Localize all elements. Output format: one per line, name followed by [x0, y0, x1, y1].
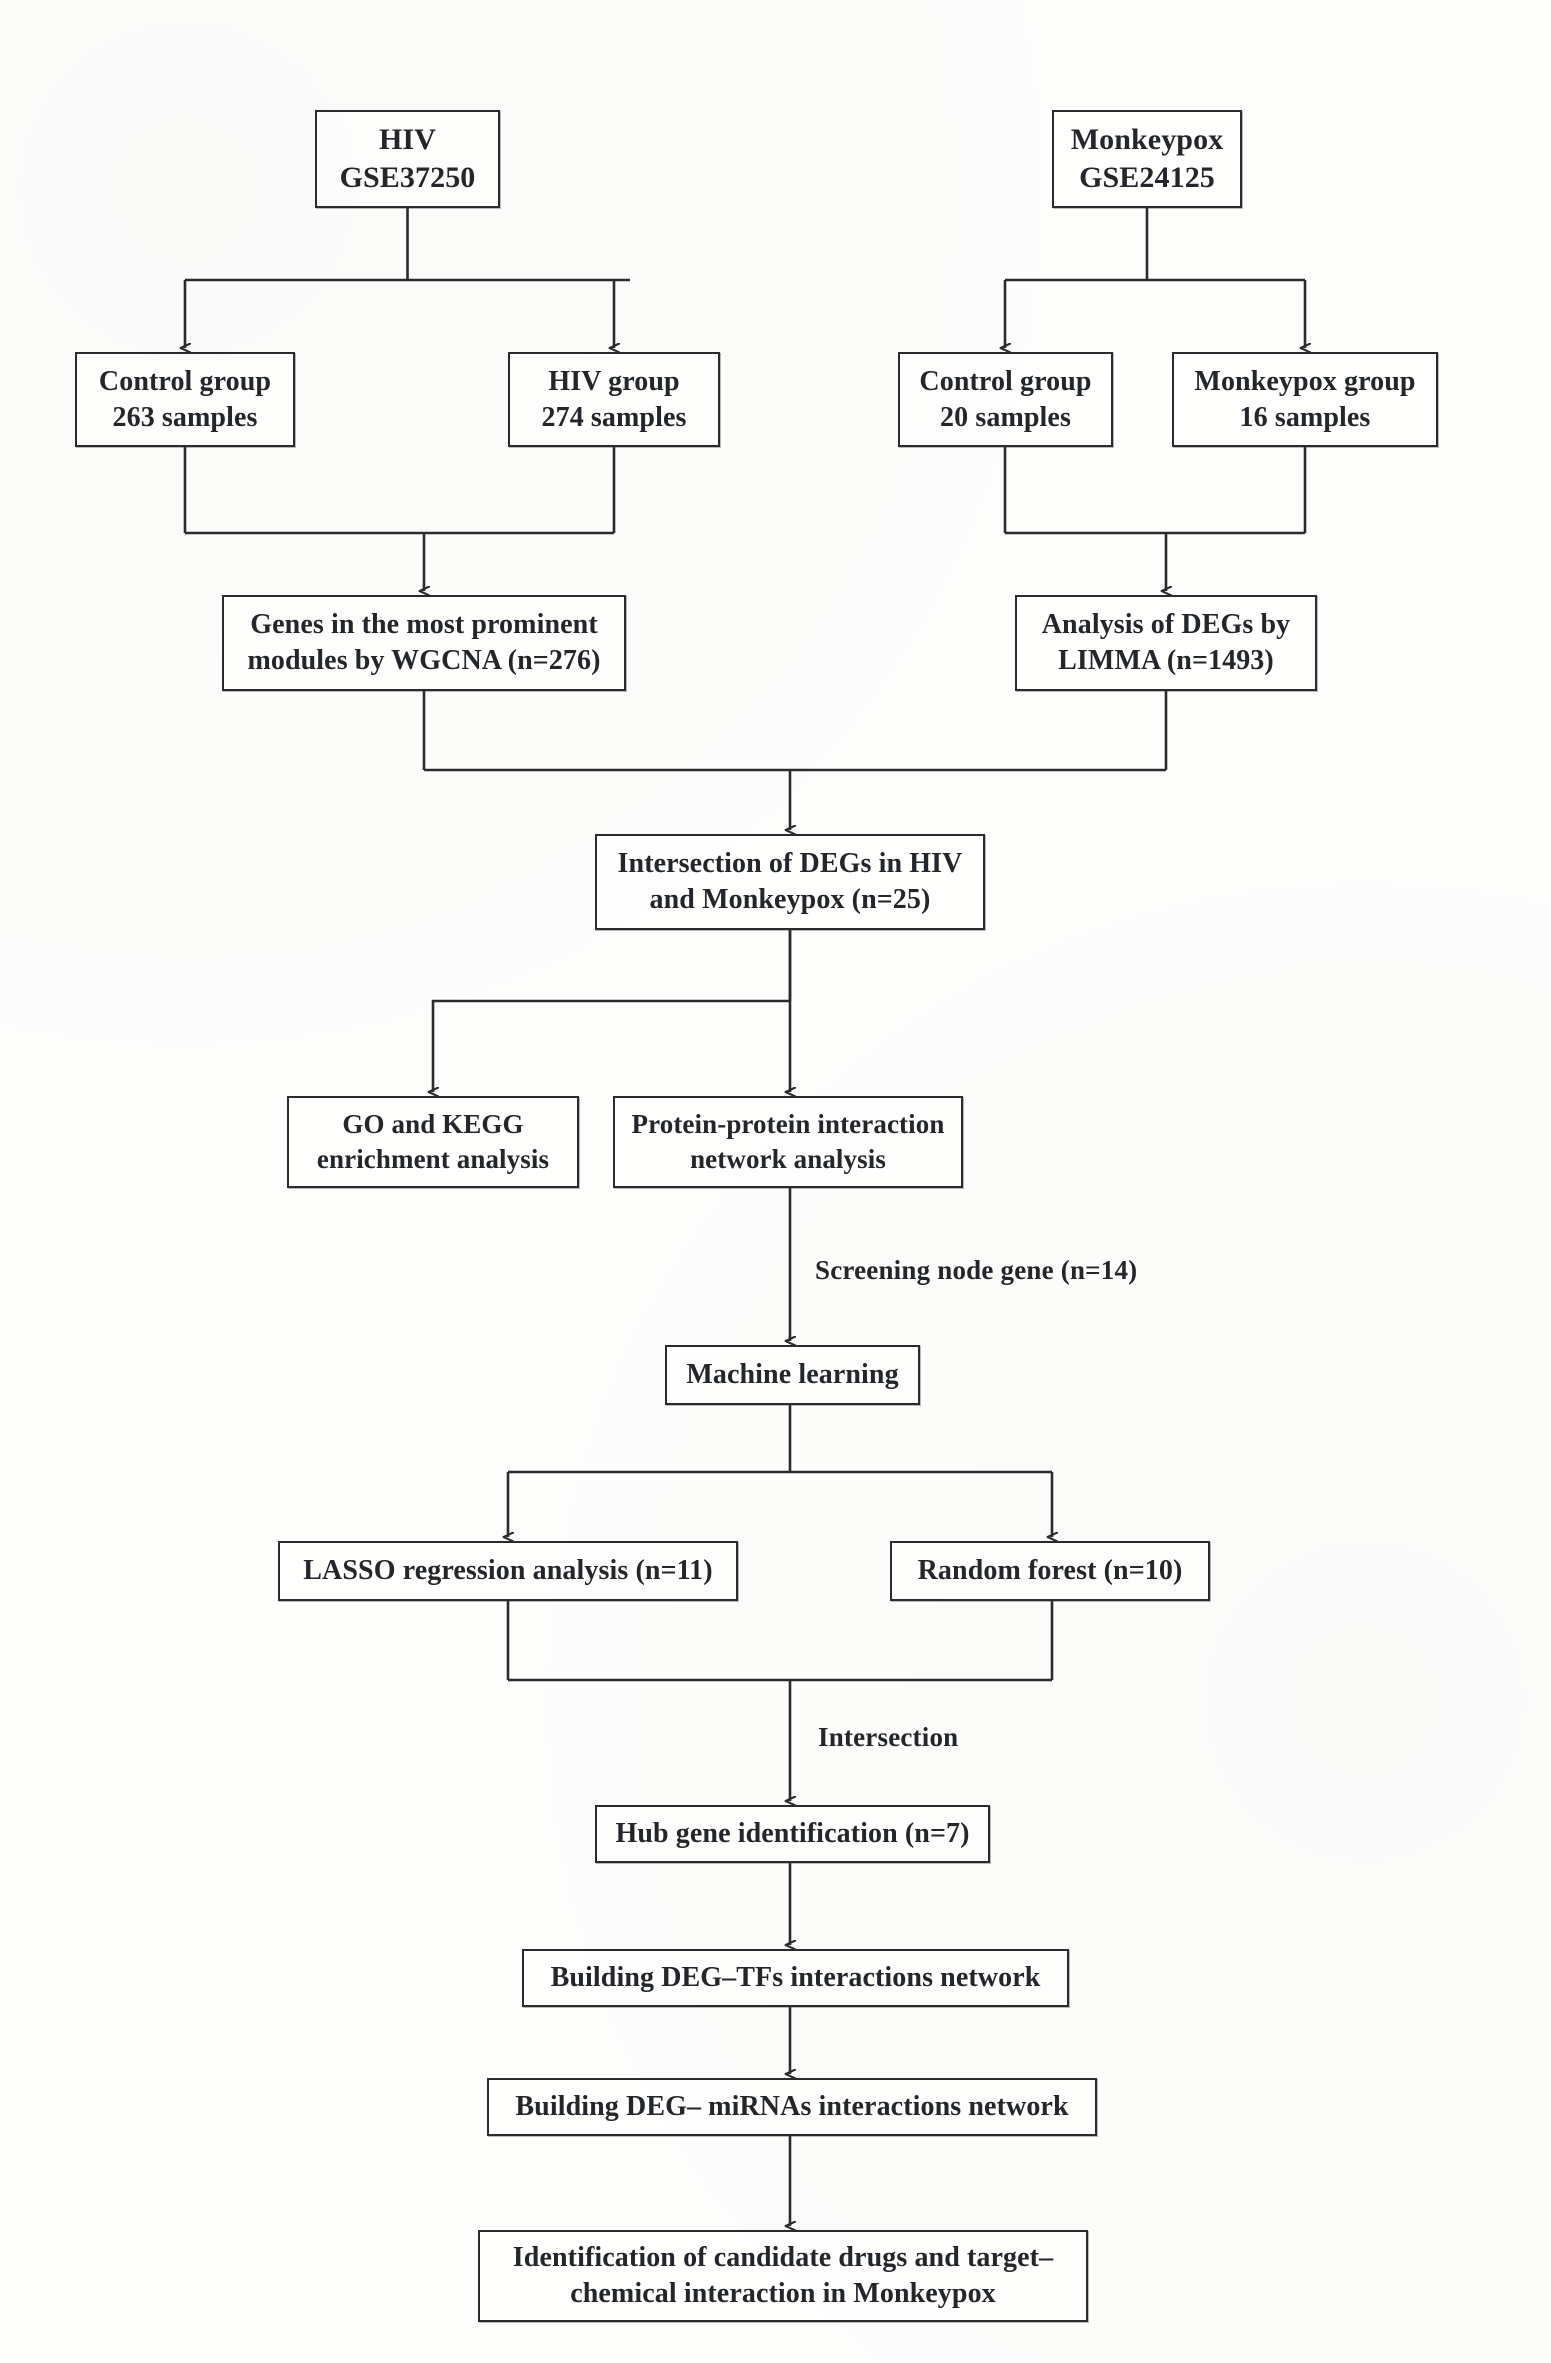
node-hiv-group[interactable]: HIV group 274 samples — [508, 352, 720, 447]
node-deg-tfs-network-label: Building DEG–TFs interactions network — [550, 1962, 1041, 1994]
node-lasso-regression[interactable]: LASSO regression analysis (n=11) — [278, 1541, 738, 1601]
node-limma-degs-label: Analysis of DEGs by LIMMA (n=1493) — [1041, 609, 1291, 676]
node-deg-intersection[interactable]: Intersection of DEGs in HIV and Monkeypo… — [595, 834, 985, 930]
node-wgcna-modules-label: Genes in the most prominent modules by W… — [247, 609, 601, 676]
node-hub-gene[interactable]: Hub gene identification (n=7) — [595, 1805, 990, 1863]
node-hiv-dataset-label: HIV GSE37250 — [339, 122, 476, 194]
node-ppi-network-label: Protein-protein interaction network anal… — [631, 1109, 945, 1174]
node-hub-gene-label: Hub gene identification (n=7) — [615, 1818, 970, 1850]
node-monkeypox-control-group-label: Control group 20 samples — [919, 365, 1092, 433]
node-deg-intersection-label: Intersection of DEGs in HIV and Monkeypo… — [617, 848, 963, 915]
node-machine-learning[interactable]: Machine learning — [665, 1345, 920, 1405]
edge-label-intersection: Intersection — [818, 1722, 959, 1752]
node-candidate-drugs-label: Identification of candidate drugs and ta… — [512, 2242, 1054, 2309]
node-hiv-control-group[interactable]: Control group 263 samples — [75, 352, 295, 447]
node-go-kegg[interactable]: GO and KEGG enrichment analysis — [287, 1096, 579, 1188]
edge-label-screening-node-gene: Screening node gene (n=14) — [815, 1255, 1138, 1285]
node-machine-learning-label: Machine learning — [686, 1359, 899, 1391]
node-candidate-drugs[interactable]: Identification of candidate drugs and ta… — [478, 2230, 1088, 2322]
node-deg-mirnas-network-label: Building DEG– miRNAs interactions networ… — [515, 2091, 1069, 2123]
node-hiv-control-group-label: Control group 263 samples — [98, 365, 272, 433]
node-hiv-group-label: HIV group 274 samples — [541, 365, 687, 433]
node-random-forest-label: Random forest (n=10) — [917, 1555, 1183, 1587]
edge-intersection-to-gokegg — [433, 999, 790, 1092]
node-limma-degs[interactable]: Analysis of DEGs by LIMMA (n=1493) — [1015, 595, 1317, 691]
node-go-kegg-label: GO and KEGG enrichment analysis — [316, 1109, 550, 1174]
node-monkeypox-group[interactable]: Monkeypox group 16 samples — [1172, 352, 1438, 447]
node-ppi-network[interactable]: Protein-protein interaction network anal… — [613, 1096, 963, 1188]
node-hiv-dataset[interactable]: HIV GSE37250 — [315, 110, 500, 208]
node-monkeypox-dataset[interactable]: Monkeypox GSE24125 — [1052, 110, 1242, 208]
node-wgcna-modules[interactable]: Genes in the most prominent modules by W… — [222, 595, 626, 691]
node-deg-mirnas-network[interactable]: Building DEG– miRNAs interactions networ… — [487, 2078, 1097, 2136]
node-monkeypox-group-label: Monkeypox group 16 samples — [1194, 365, 1416, 433]
node-deg-tfs-network[interactable]: Building DEG–TFs interactions network — [522, 1949, 1069, 2007]
node-monkeypox-dataset-label: Monkeypox GSE24125 — [1070, 122, 1224, 194]
node-monkeypox-control-group[interactable]: Control group 20 samples — [898, 352, 1113, 447]
node-random-forest[interactable]: Random forest (n=10) — [890, 1541, 1210, 1601]
node-lasso-regression-label: LASSO regression analysis (n=11) — [303, 1555, 713, 1587]
